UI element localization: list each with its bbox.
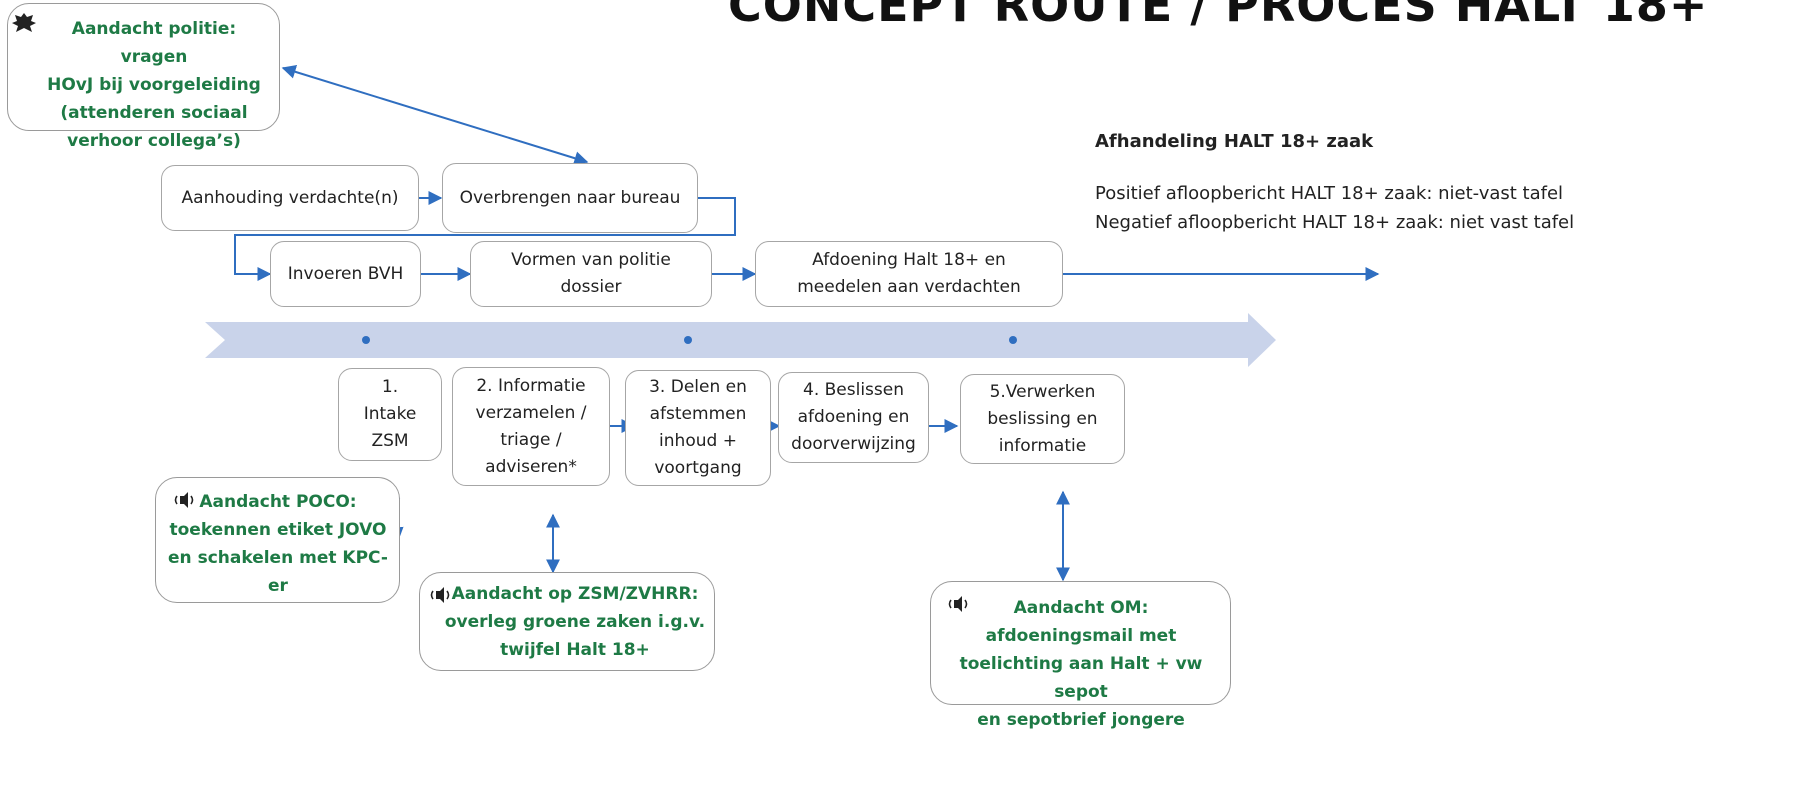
phase-1-intake: 1. Intake ZSM [338,368,442,461]
phase-4-decide: 4. Beslissen afdoening en doorverwijzing [778,372,929,463]
police-emblem-icon [12,13,36,32]
phase-3-share: 3. Delen en afstemmen inhoud + voortgang [625,370,771,486]
note-police [7,3,280,131]
note-police-text: Aandacht politie: vragen HOvJ bij voorge… [47,19,261,151]
phase-2-information: 2. Informatie verzamelen / triage / advi… [452,367,610,486]
timeline-dot [1009,336,1017,344]
note-zsm [419,572,715,671]
step-enter-bvh: Invoeren BVH [270,241,421,307]
side-positive: Positief afloopbericht HALT 18+ zaak: ni… [1095,183,1564,204]
step-arrest: Aanhouding verdachte(n) [161,165,419,231]
note-om [930,581,1231,705]
phase-5-process: 5.Verwerken beslissing en informatie [960,374,1125,464]
note-om-text: Aandacht OM: afdoeningsmail met toelicht… [959,598,1203,730]
side-negative: Negatief afloopbericht HALT 18+ zaak: ni… [1095,212,1575,233]
note-poco-text: Aandacht POCO: toekennen etiket JOVO en … [168,492,388,596]
step-transfer: Overbrengen naar bureau [442,163,698,233]
note-poco [155,477,400,603]
speaker-icon [430,587,450,603]
side-heading: Afhandeling HALT 18+ zaak [1095,131,1374,152]
timeline-dot [362,336,370,344]
speaker-icon [948,596,968,612]
connector-police-transfer [281,65,589,165]
note-zsm-text: Aandacht op ZSM/ZVHRR: overleg groene za… [444,584,706,660]
timeline-band [205,313,1276,367]
connector-transfer-bvh [234,197,736,281]
step-settlement: Afdoening Halt 18+ en meedelen aan verda… [755,241,1063,307]
timeline-dot [684,336,692,344]
speaker-icon [174,492,194,508]
page-title: CONCEPT ROUTE / PROCES HALT 18+ [728,0,1709,32]
step-police-file: Vormen van politie dossier [470,241,712,307]
